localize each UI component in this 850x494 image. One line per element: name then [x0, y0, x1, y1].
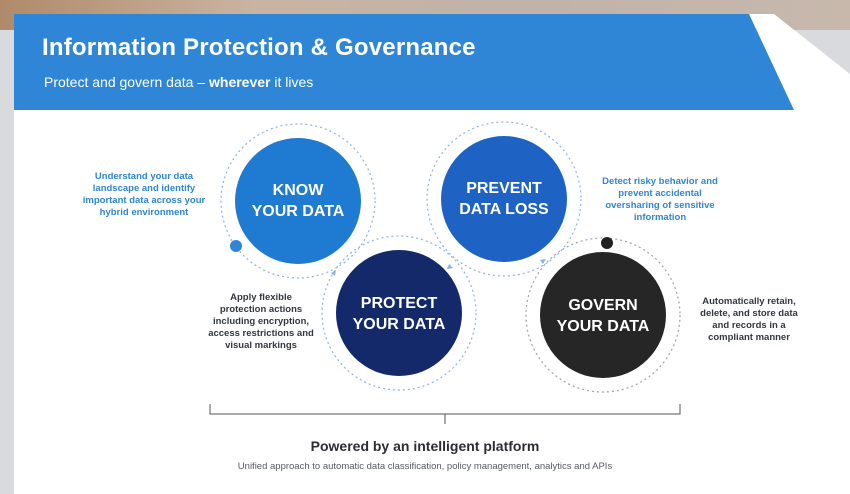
prevent-ring	[426, 121, 582, 277]
know-circle	[235, 138, 361, 264]
subtitle-suffix: it lives	[270, 74, 314, 90]
prevent-label: PREVENT DATA LOSS	[459, 180, 549, 218]
protect-circle	[336, 250, 462, 376]
subtitle-prefix: Protect and govern data –	[44, 74, 209, 90]
platform-bracket	[209, 404, 681, 415]
platform-subtitle: Unified approach to automatic data class…	[237, 461, 613, 472]
end-dot	[601, 237, 613, 249]
govern-circle	[540, 252, 666, 378]
know-ring	[220, 123, 376, 279]
govern-ring	[525, 237, 681, 393]
start-dot	[230, 240, 242, 252]
know-description: Understand your data landscape and ident…	[82, 171, 206, 218]
prevent-description: Detect risky behavior and prevent accide…	[602, 176, 718, 223]
platform-title: Powered by an intelligent platform	[310, 438, 540, 454]
subtitle-emphasis: wherever	[209, 74, 271, 90]
title-banner	[14, 14, 794, 110]
govern-description: Automatically retain, delete, and store …	[700, 296, 798, 343]
arrow-marker-2	[447, 264, 453, 269]
slide-title: Information Protection & Governance	[42, 34, 476, 61]
protect-label: PROTECT YOUR DATA	[352, 295, 446, 333]
govern-label: GOVERN YOUR DATA	[556, 297, 650, 335]
arrow-marker-1	[331, 270, 336, 276]
protect-description: Apply flexible protection actions includ…	[208, 292, 314, 351]
protect-ring	[321, 235, 477, 391]
know-label: KNOW YOUR DATA	[251, 182, 345, 220]
arrow-marker-3	[540, 259, 546, 264]
prevent-circle	[441, 136, 567, 262]
slide-subtitle: Protect and govern data – wherever it li…	[44, 74, 313, 90]
